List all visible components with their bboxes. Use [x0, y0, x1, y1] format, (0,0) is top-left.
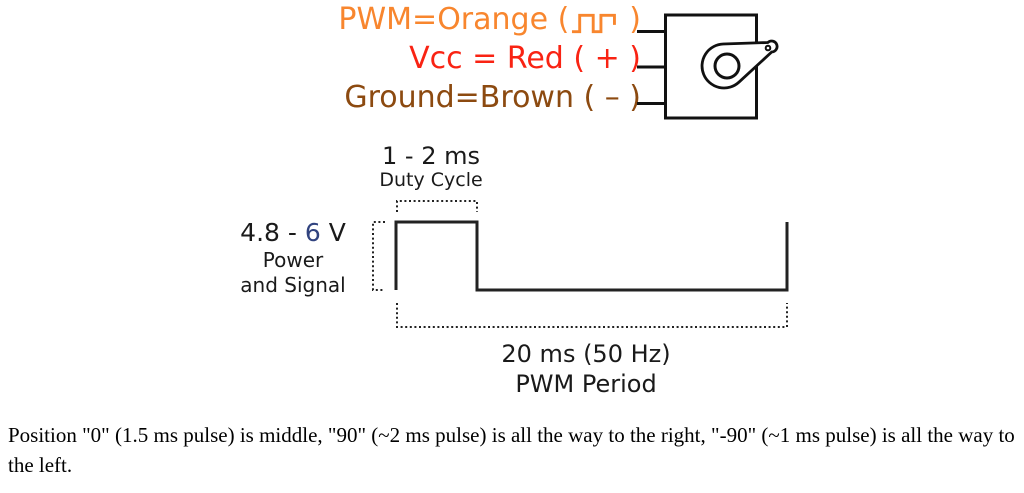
ground-wire-text: Ground=Brown ( – ) [344, 80, 641, 115]
pwm-pulse-waveform [394, 220, 789, 292]
voltage-caption-2: and Signal [240, 273, 346, 297]
period-labels: 20 ms (50 Hz) PWM Period [464, 340, 708, 399]
voltage-unit: V [320, 218, 346, 247]
square-wave-icon [571, 9, 627, 37]
pwm-wire-text: PWM=Orange ( [338, 2, 570, 37]
pwm-wire-label: PWM=Orange ( ) [338, 2, 641, 38]
period-bracket [396, 303, 788, 328]
voltage-caption-1: Power [262, 248, 324, 272]
period-value: 20 ms (50 Hz) [501, 340, 671, 368]
ground-wire-label: Ground=Brown ( – ) [344, 80, 641, 116]
voltage-labels: 4.8 - 6 V Power and Signal [222, 218, 364, 298]
servo-wires [637, 30, 666, 105]
servo-motor-with-horn-icon [664, 13, 779, 120]
pwm-wire-paren: ) [629, 2, 641, 37]
vcc-wire-label: Vcc = Red ( + ) [409, 41, 641, 77]
voltage-bracket [372, 221, 385, 291]
voltage-prefix: 4.8 - [240, 218, 305, 247]
duty-cycle-value: 1 - 2 ms [382, 142, 480, 170]
duty-cycle-bracket [396, 200, 478, 212]
duty-cycle-labels: 1 - 2 ms Duty Cycle [340, 143, 522, 191]
position-explanation-text: Position "0" (1.5 ms pulse) is middle, "… [8, 423, 1015, 477]
voltage-value: 4.8 - 6 V [222, 218, 364, 248]
voltage-number: 6 [304, 218, 321, 247]
vcc-wire-text: Vcc = Red ( + ) [409, 41, 641, 76]
duty-cycle-caption: Duty Cycle [379, 169, 483, 191]
period-caption: PWM Period [515, 370, 657, 398]
